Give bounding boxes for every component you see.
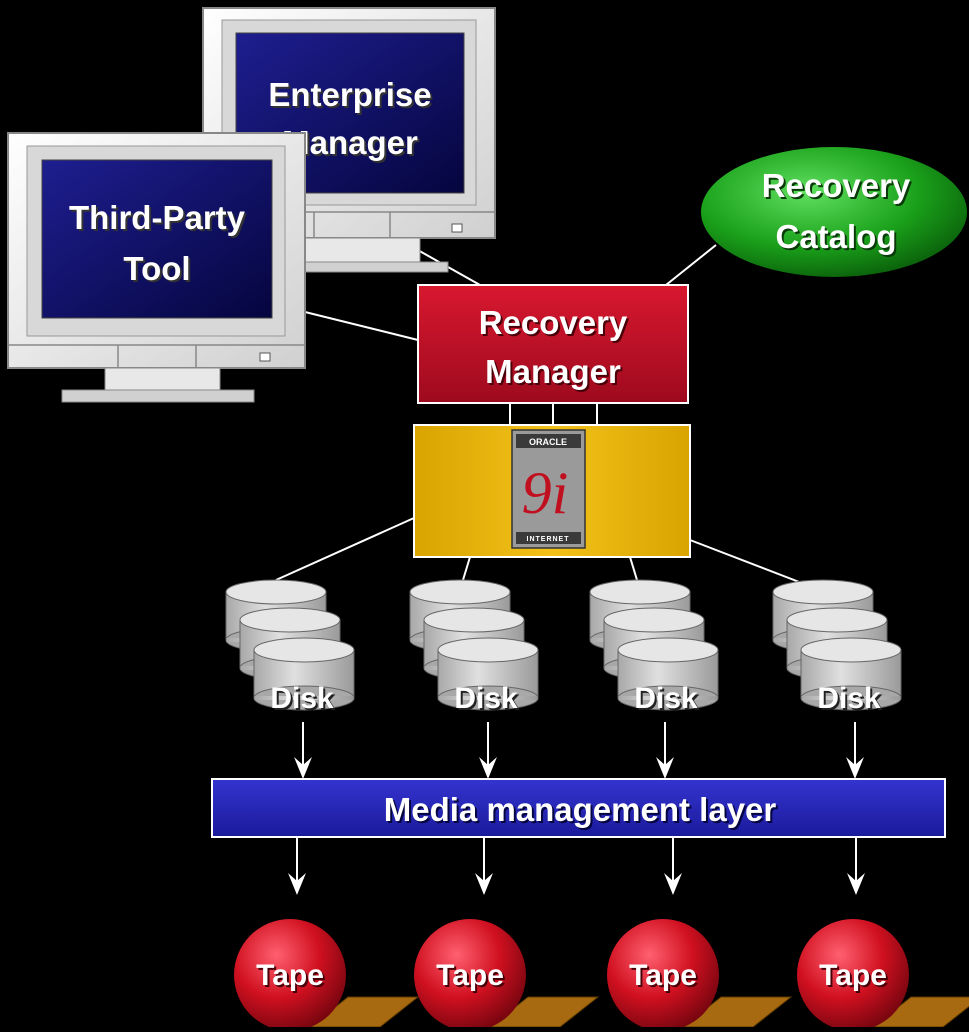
em-label-line1: Enterprise: [268, 76, 431, 113]
rman-shadow-2: Manager: [487, 355, 623, 392]
disk-label: Disk: [454, 682, 518, 715]
disk-label-shadow: Disk: [636, 684, 700, 717]
third-party-tool-monitor: Third-Party Third-Party Tool Tool: [7, 132, 306, 403]
disk-label: Disk: [817, 682, 881, 715]
oracle-version: 9i: [522, 460, 569, 526]
rman-box: [417, 284, 689, 404]
media-layer-shadow: Media management layer: [386, 793, 779, 830]
disk-label: Disk: [634, 682, 698, 715]
arrow-down-icon: [479, 722, 497, 779]
rman-label-line2: Manager: [485, 353, 621, 390]
oracle-database: ORACLE 9i INTERNET: [413, 424, 691, 558]
tool-label-shadow-2: Tool: [125, 252, 192, 289]
catalog-label-line2: Catalog: [775, 218, 896, 255]
arrow-down-icon: [294, 722, 312, 779]
line-oracle-disk-3: [629, 556, 638, 581]
tape-reel-icon: [234, 919, 420, 1031]
line-tool-to-rman: [304, 311, 419, 341]
arrow-down-icon: [475, 838, 493, 895]
oracle-tagline: INTERNET: [527, 536, 570, 543]
arrows-disk-to-media: [294, 722, 864, 779]
tape-label: Tape: [629, 959, 697, 992]
line-oracle-disk-2: [462, 556, 471, 581]
arrows-media-to-tape: [288, 838, 865, 895]
media-layer-label: Media management layer: [384, 791, 777, 828]
disk-label: Disk: [270, 682, 334, 715]
tape-label-shadow: Tape: [821, 961, 889, 994]
database-disk-icon: [225, 579, 355, 711]
catalog-shadow-2: Catalog: [777, 220, 898, 257]
tape-label-shadow: Tape: [438, 961, 506, 994]
recovery-manager: Recovery Recovery Manager Manager: [417, 284, 689, 404]
arrow-down-icon: [846, 722, 864, 779]
tape-reel-icon: [414, 919, 600, 1031]
database-disk-icon: [589, 579, 719, 711]
tool-label-shadow-1: Third-Party: [71, 201, 248, 238]
disk-label-shadow: Disk: [456, 684, 520, 717]
arrow-down-icon: [847, 838, 865, 895]
database-disk-icon: [409, 579, 539, 711]
tool-screen: [41, 159, 273, 319]
tape-label-shadow: Tape: [258, 961, 326, 994]
catalog-label-line1: Recovery: [762, 167, 911, 204]
line-oracle-disk-1: [275, 517, 415, 581]
database-disk-icon: [772, 579, 902, 711]
catalog-shadow-1: Recovery: [764, 169, 913, 206]
recovery-catalog: Recovery Recovery Catalog Catalog: [701, 147, 967, 277]
em-label-shadow-2: Manager: [284, 126, 420, 163]
tape-label-shadow: Tape: [631, 961, 699, 994]
disk-label-shadow: Disk: [819, 684, 883, 717]
tape-label: Tape: [256, 959, 324, 992]
em-label-shadow-1: Enterprise: [270, 78, 433, 115]
oracle-9i-logo: ORACLE 9i INTERNET: [511, 429, 586, 549]
arrow-down-icon: [656, 722, 674, 779]
tape-reel-icon: [797, 919, 969, 1031]
tape-label: Tape: [436, 959, 504, 992]
line-catalog-to-rman: [665, 244, 717, 286]
arrow-down-icon: [288, 838, 306, 895]
arrow-down-icon: [664, 838, 682, 895]
tape-label: Tape: [819, 959, 887, 992]
rman-shadow-1: Recovery: [481, 306, 630, 343]
disk-label-shadow: Disk: [272, 684, 336, 717]
catalog-ellipse: [701, 147, 967, 277]
rman-label-line1: Recovery: [479, 304, 628, 341]
tool-label-line1: Third-Party: [69, 199, 246, 236]
tool-label-line2: Tool: [123, 250, 190, 287]
media-layer-box: [211, 778, 946, 838]
media-management-layer: Media management layer Media management …: [211, 778, 946, 838]
oracle-brand: ORACLE: [529, 437, 567, 447]
